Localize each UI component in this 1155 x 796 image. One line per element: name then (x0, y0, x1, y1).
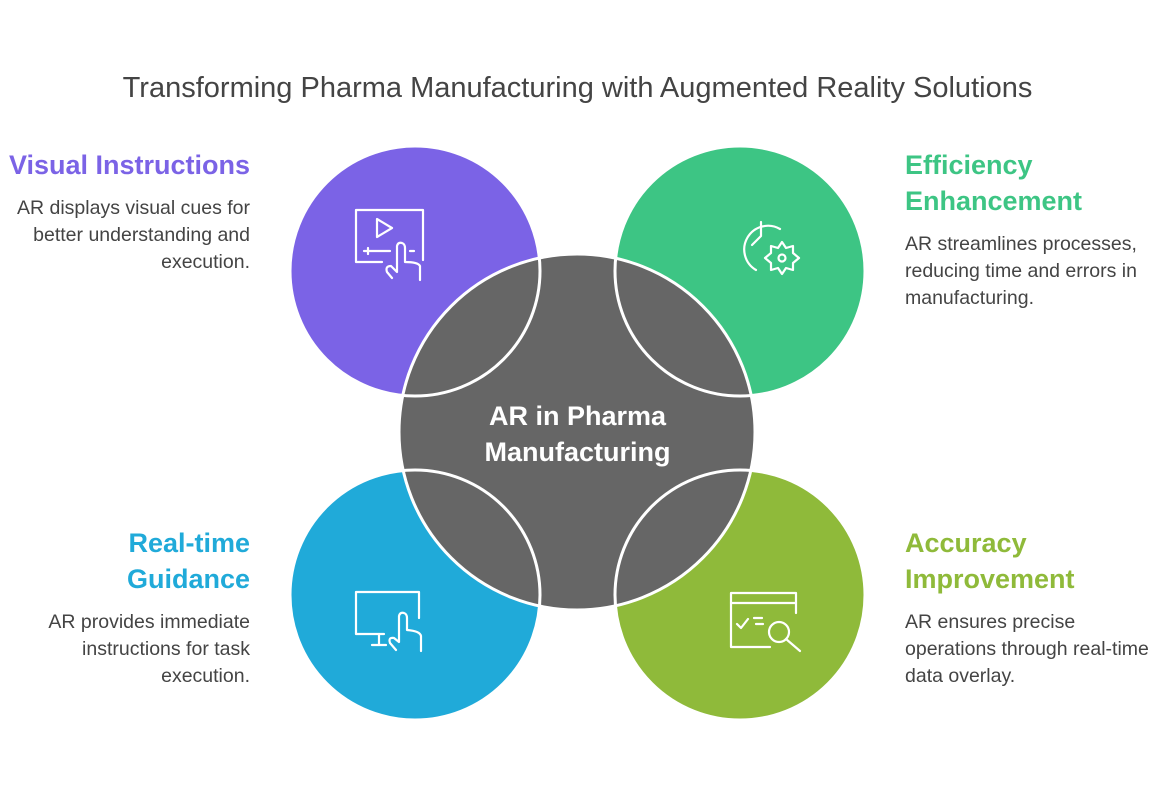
center-label: AR in Pharma Manufacturing (484, 401, 671, 467)
item-heading: Accuracy Improvement (905, 528, 1075, 594)
item-heading: Visual Instructions (8, 150, 250, 180)
page-title: Transforming Pharma Manufacturing with A… (122, 72, 1033, 104)
checklist-search-icon (729, 591, 802, 653)
center-circle (397, 252, 757, 612)
item-heading: Efficiency Enhancement (905, 150, 1083, 216)
item-visual-instructions: Visual Instructions AR displays visual c… (0, 147, 250, 276)
item-accuracy-improvement: Accuracy Improvement AR ensures precise … (905, 525, 1155, 690)
item-efficiency-enhancement: Efficiency Enhancement AR streamlines pr… (905, 147, 1155, 312)
item-description: AR ensures precise operations through re… (905, 611, 1149, 687)
item-description: AR provides immediate instructions for t… (48, 611, 250, 687)
monitor-touch-icon (354, 590, 423, 653)
clock-gear-icon (743, 220, 801, 276)
item-heading: Real-time Guidance (126, 528, 250, 594)
item-real-time-guidance: Real-time Guidance AR provides immediate… (0, 525, 250, 690)
item-description: AR streamlines processes, reducing time … (905, 233, 1137, 309)
video-touch-icon (354, 208, 425, 282)
item-description: AR displays visual cues for better under… (16, 197, 250, 273)
